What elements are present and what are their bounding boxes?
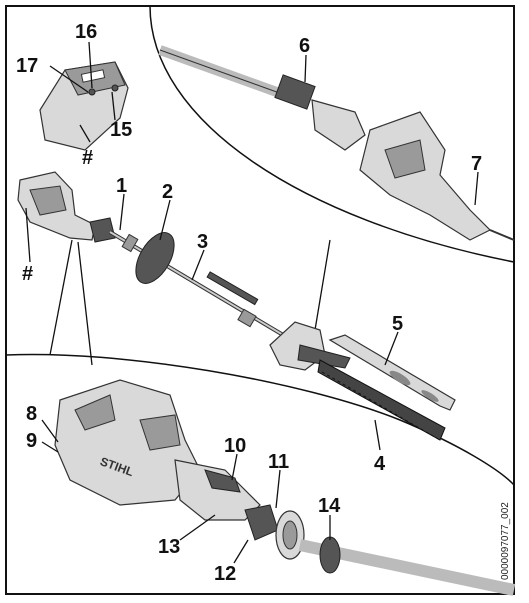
leader-15 bbox=[111, 91, 116, 121]
leader-hash-handle bbox=[25, 207, 31, 263]
label-hash-battery: # bbox=[82, 147, 93, 169]
leader-16 bbox=[88, 41, 93, 89]
label-2: 2 bbox=[162, 181, 173, 203]
label-13: 13 bbox=[158, 536, 180, 558]
leader-11 bbox=[275, 469, 281, 509]
leader-12 bbox=[233, 539, 249, 564]
label-4: 4 bbox=[374, 453, 386, 475]
leader-7 bbox=[474, 171, 479, 206]
diagram-frame bbox=[5, 5, 515, 595]
callout-line-left-b bbox=[77, 241, 93, 366]
label-15: 15 bbox=[110, 119, 132, 141]
label-11: 11 bbox=[268, 451, 289, 473]
label-12: 12 bbox=[214, 563, 236, 585]
label-10: 10 bbox=[224, 435, 246, 457]
label-14: 14 bbox=[318, 495, 341, 517]
shaft-assembly bbox=[108, 230, 302, 347]
leader-2 bbox=[159, 199, 171, 241]
leader-4 bbox=[374, 419, 381, 451]
leader-10 bbox=[231, 453, 238, 481]
callout-line-left-a bbox=[49, 239, 73, 356]
callout-line-top bbox=[314, 239, 331, 331]
detail-gearbox bbox=[158, 45, 515, 241]
label-5: 5 bbox=[392, 313, 403, 335]
label-7: 7 bbox=[471, 153, 482, 175]
leader-3 bbox=[191, 249, 205, 281]
leader-6 bbox=[304, 54, 307, 83]
leader-17 bbox=[49, 65, 89, 93]
loop-handle bbox=[135, 232, 175, 284]
image-code: 0000097077_002 bbox=[500, 502, 511, 580]
label-1: 1 bbox=[116, 175, 127, 197]
leader-13 bbox=[179, 514, 216, 541]
label-hash-handle: # bbox=[22, 263, 33, 285]
motor-handle bbox=[17, 171, 116, 243]
leader-1 bbox=[119, 193, 125, 231]
blade-guard bbox=[328, 334, 456, 411]
leader-9 bbox=[41, 441, 59, 453]
detail-motor-housing: STIHL bbox=[54, 379, 516, 596]
detail-circle-top bbox=[149, 5, 515, 263]
label-17: 17 bbox=[16, 55, 38, 77]
leader-5 bbox=[384, 331, 399, 366]
label-3: 3 bbox=[197, 231, 208, 253]
label-9: 9 bbox=[26, 430, 37, 452]
label-16: 16 bbox=[75, 21, 97, 43]
label-6: 6 bbox=[299, 35, 310, 57]
hedge-trimmer-head bbox=[269, 321, 446, 441]
detail-circle-bottom bbox=[5, 353, 515, 486]
leader-8 bbox=[41, 419, 59, 443]
battery-pack bbox=[39, 61, 129, 151]
leader-hash-battery bbox=[79, 124, 91, 143]
label-8: 8 bbox=[26, 403, 37, 425]
